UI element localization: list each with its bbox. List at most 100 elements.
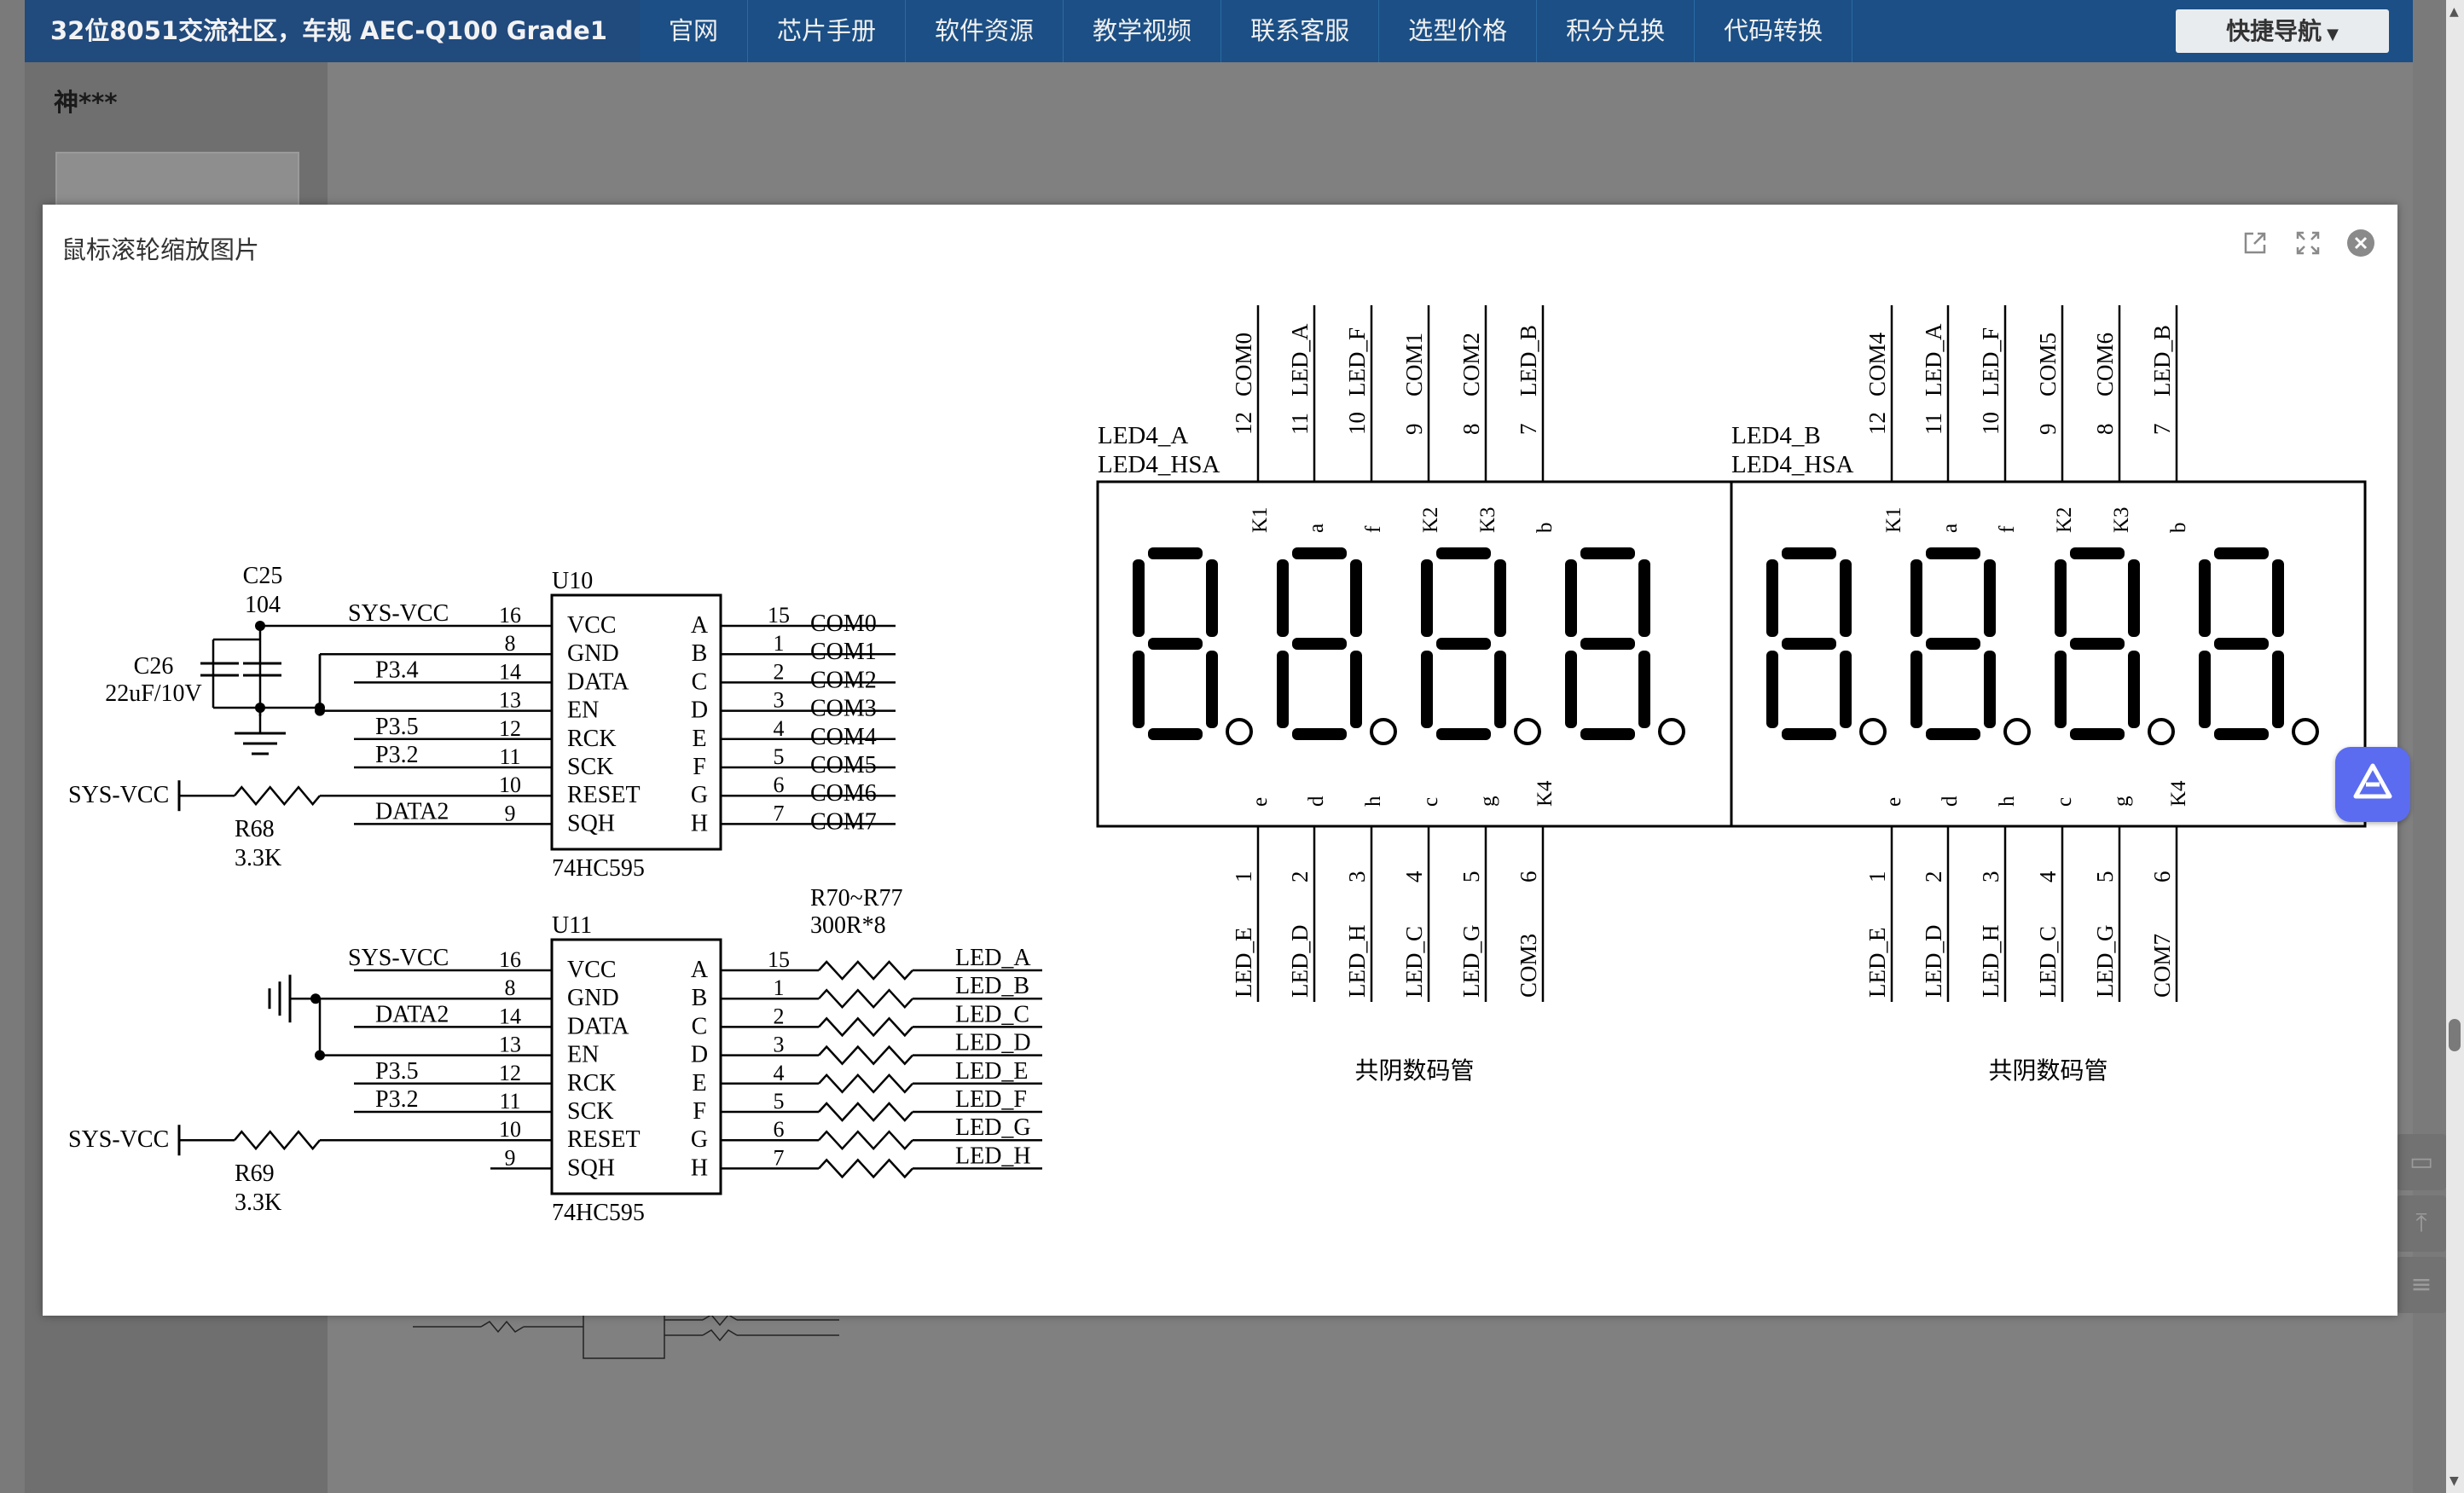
junction <box>315 1050 325 1061</box>
pin-number: 1 <box>1231 871 1256 883</box>
pin-name: C <box>692 1013 708 1039</box>
site-brand[interactable]: 32位8051交流社区，车规 AEC-Q100 Grade1 <box>25 0 640 62</box>
net-label: COM2 <box>1458 333 1484 396</box>
segment <box>2055 559 2067 637</box>
net-label: DATA2 <box>375 798 449 825</box>
display-led4-b: LED4_BLED4_HSA12COM4K111LED_Aa10LED_Ff9C… <box>1730 305 2367 1085</box>
pin-name: VCC <box>567 957 617 983</box>
network-resistor <box>818 988 913 1010</box>
pin-number: 4 <box>2035 871 2061 882</box>
scroll-thumb[interactable] <box>2449 1019 2461 1051</box>
segment <box>1984 559 1996 637</box>
net-label: LED_F <box>955 1086 1027 1113</box>
pin-number: 4 <box>1401 871 1427 882</box>
nav-item-code-convert[interactable]: 代码转换 <box>1695 0 1853 62</box>
schematic-image[interactable]: C25104C2622uF/10VU1074HC595VCC16SYS-VCCG… <box>43 205 2397 1316</box>
quick-nav-button[interactable]: 快捷导航▼ <box>2176 9 2389 53</box>
display-led4-a: LED4_ALED4_HSA12COM0K111LED_Aa10LED_Ff9C… <box>1096 305 1733 1085</box>
net-label: COM6 <box>810 780 877 807</box>
pin-name: DATA <box>567 668 629 695</box>
pin-number: 14 <box>499 659 521 684</box>
pin-name: G <box>691 782 708 808</box>
network-resistor <box>818 960 913 981</box>
decimal-point <box>1859 718 1887 745</box>
close-icon[interactable] <box>2343 225 2379 261</box>
segment <box>1840 559 1852 637</box>
pin-number: 8 <box>2092 424 2118 436</box>
decimal-point <box>1226 718 1253 745</box>
pin-number: 5 <box>2092 871 2118 883</box>
back-to-top-icon[interactable]: ⤒ <box>2397 1195 2446 1252</box>
cap-ref: C26 <box>134 653 174 680</box>
segment <box>1766 559 1778 637</box>
display-name: LED4_B <box>1731 422 1821 449</box>
net-label: DATA2 <box>375 1001 449 1027</box>
net-label: LED_A <box>1921 323 1946 396</box>
open-in-new-window-icon[interactable] <box>2237 225 2273 261</box>
pin-signal: d <box>1939 796 1962 807</box>
resistor-ref: R69 <box>235 1160 275 1187</box>
pin-signal: d <box>1305 796 1328 807</box>
segment <box>1782 547 1836 559</box>
segment <box>1421 559 1433 637</box>
nav-item-videos[interactable]: 教学视频 <box>1064 0 1222 62</box>
segment <box>1580 638 1635 650</box>
network-value: 300R*8 <box>810 912 886 939</box>
author-name[interactable]: 神*** <box>54 88 118 117</box>
pin-number: 1 <box>774 631 785 656</box>
list-icon[interactable]: ≡ <box>2397 1257 2446 1313</box>
net-label: LED_C <box>955 1001 1029 1027</box>
pin-name: RCK <box>567 1070 617 1097</box>
nav-item-software[interactable]: 软件资源 <box>906 0 1064 62</box>
scroll-down-icon[interactable]: ▼ <box>2450 1474 2459 1488</box>
network-resistor <box>818 1158 913 1179</box>
ai-assistant-icon[interactable] <box>2335 747 2410 822</box>
decimal-point <box>1514 718 1541 745</box>
pin-signal: h <box>1362 796 1385 807</box>
page-scrollbar[interactable]: ▲ ▼ <box>2446 0 2464 1493</box>
pin-signal: K1 <box>1882 506 1905 533</box>
nav-item-pricing[interactable]: 选型价格 <box>1379 0 1538 62</box>
nav-item-datasheets[interactable]: 芯片手册 <box>748 0 907 62</box>
scroll-up-icon[interactable]: ▲ <box>2450 5 2459 19</box>
net-label: COM7 <box>2149 934 2175 998</box>
segment <box>1638 559 1650 637</box>
pin-number: 13 <box>499 688 521 713</box>
pin-number: 1 <box>774 975 785 1000</box>
pin-number: 7 <box>1516 424 1541 436</box>
pin-number: 9 <box>505 801 516 825</box>
nav-item-support[interactable]: 联系客服 <box>1221 0 1380 62</box>
pin-number: 12 <box>1231 412 1256 435</box>
segment <box>1565 559 1577 637</box>
fullscreen-icon[interactable] <box>2290 225 2326 261</box>
pin-name: D <box>691 697 708 724</box>
pin-signal: h <box>1996 796 2019 807</box>
segment <box>2214 638 2269 650</box>
pin-signal: b <box>2167 523 2190 534</box>
net-label: COM5 <box>810 752 877 778</box>
segment <box>1782 638 1836 650</box>
pin-number: 4 <box>774 716 785 741</box>
pin-name: RESET <box>567 1126 641 1153</box>
pin-signal: g <box>2110 796 2133 807</box>
segment <box>1580 547 1635 559</box>
pin-number: 7 <box>774 801 785 825</box>
pin-signal: K4 <box>1533 780 1557 807</box>
pin-number: 6 <box>2149 871 2175 883</box>
segment <box>2055 651 2067 728</box>
caret-down-icon: ▼ <box>2327 26 2339 43</box>
pin-signal: g <box>1476 796 1499 807</box>
segment <box>1766 651 1778 728</box>
net-label: LED_B <box>955 973 1029 999</box>
network-resistor <box>818 1045 913 1066</box>
modal-actions <box>2237 225 2379 261</box>
nav-item-official[interactable]: 官网 <box>640 0 749 62</box>
pin-signal: K1 <box>1249 506 1272 533</box>
nav-item-points[interactable]: 积分兑换 <box>1537 0 1696 62</box>
pin-number: 13 <box>499 1033 521 1057</box>
pin-signal: f <box>1362 525 1385 533</box>
comment-icon[interactable]: ▭ <box>2397 1134 2446 1190</box>
pin-signal: K4 <box>2167 780 2190 807</box>
net-label: P3.2 <box>375 1086 419 1113</box>
pin-name: GND <box>567 640 619 667</box>
